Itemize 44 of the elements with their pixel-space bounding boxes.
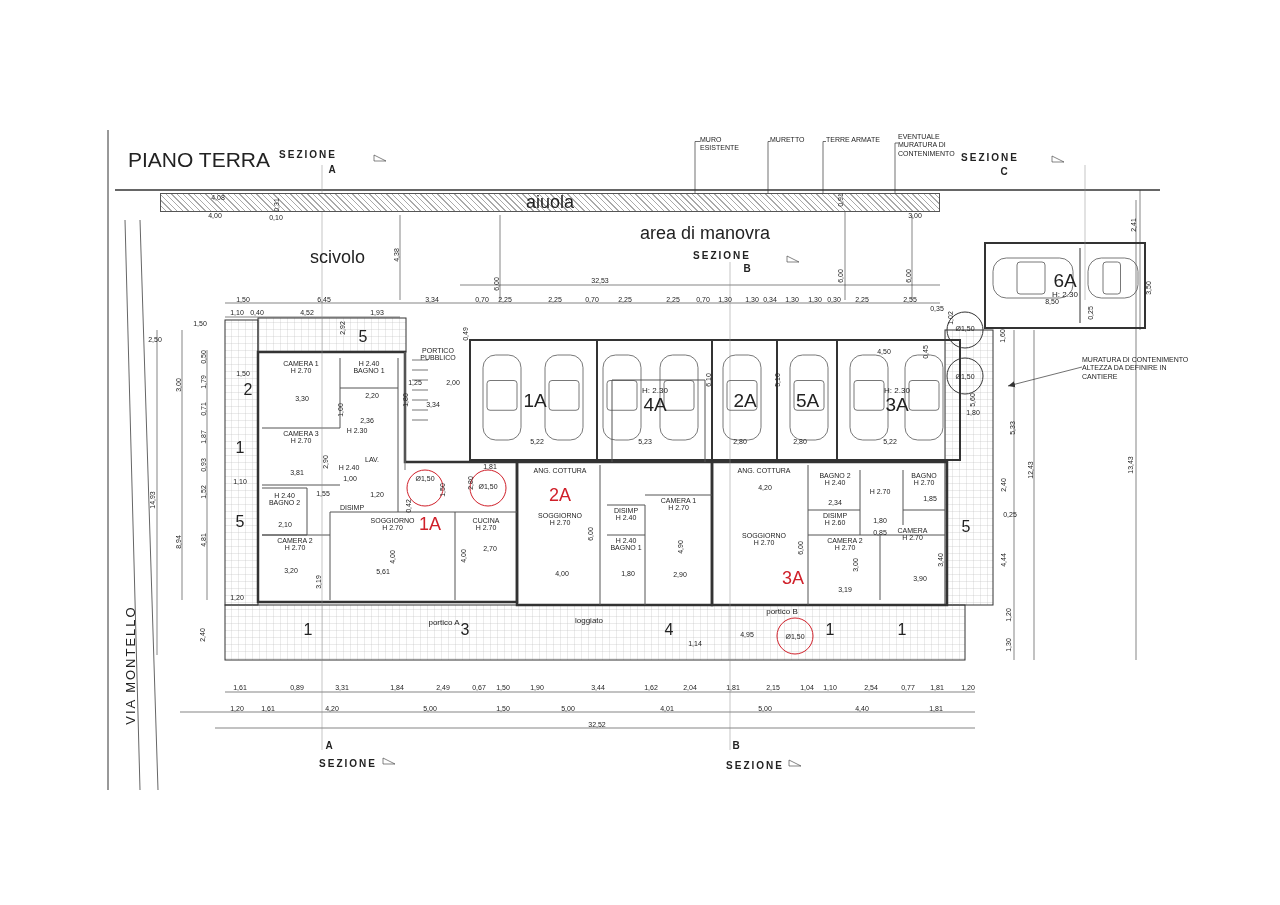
callout-number: 1: [303, 622, 313, 638]
area-label: aiuola: [525, 193, 574, 212]
callout-number: 1: [825, 622, 835, 638]
callout-number: 1: [897, 622, 907, 638]
area-label: loggiato: [575, 617, 603, 625]
section-marker-label: A: [328, 165, 338, 175]
garage-label: H: 2.30: [884, 386, 910, 396]
section-marker-label: SEZIONE: [726, 761, 784, 771]
callout-number: 3: [460, 622, 470, 638]
leader-line: [694, 141, 701, 194]
callout-number: 1: [235, 440, 245, 456]
callout-number: 4: [664, 622, 674, 638]
leader-line: [822, 141, 827, 194]
unit-label: 1A: [419, 515, 441, 533]
leader-line: [767, 141, 771, 194]
section-marker-label: B: [732, 741, 742, 751]
leader-line: [894, 142, 899, 194]
garage-label: 5A: [795, 391, 820, 411]
garage-label: 6A: [1053, 270, 1077, 291]
callout-number: 2: [243, 382, 253, 398]
garage-label: H: 2.30: [642, 386, 668, 396]
section-marker-label: A: [325, 741, 335, 751]
garage-label: 4A: [643, 395, 667, 416]
area-label: portico A: [428, 619, 460, 627]
garage-label: 2A: [733, 391, 757, 411]
unit-label: 3A: [782, 569, 804, 587]
title: PIANO TERRA: [128, 148, 270, 172]
garage-label: 1A: [523, 391, 547, 411]
section-marker-label: SEZIONE: [319, 759, 377, 769]
callout-number: 5: [961, 519, 971, 535]
garage-label: H: 2.30: [1052, 290, 1078, 299]
area-label: scivolo: [310, 247, 365, 267]
area-label: area di manovra: [639, 223, 771, 243]
callout-number: 5: [235, 514, 245, 530]
section-marker-label: SEZIONE: [961, 153, 1019, 163]
unit-label: 2A: [549, 486, 571, 504]
garage-label: 3A: [885, 395, 909, 416]
callout-number: 5: [358, 329, 368, 345]
section-marker-label: SEZIONE: [693, 251, 751, 261]
section-marker-label: C: [1000, 167, 1010, 177]
street-name: VIA MONTELLO: [123, 605, 137, 725]
area-label: portico B: [766, 608, 798, 616]
section-marker-label: B: [743, 264, 753, 274]
section-marker-label: SEZIONE: [279, 150, 337, 160]
